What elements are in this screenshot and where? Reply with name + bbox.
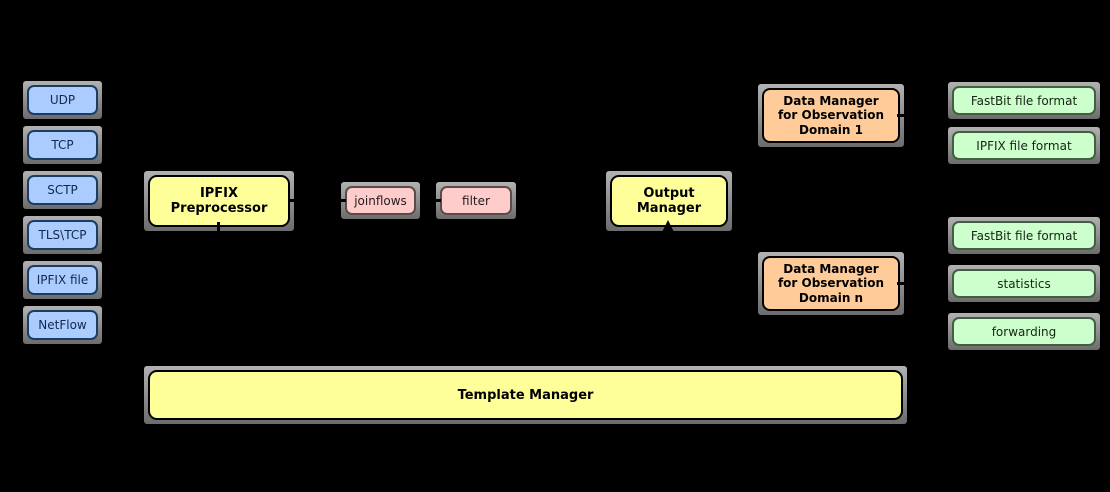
connector-tick-joinflows-left bbox=[337, 199, 346, 202]
storage-fastbit-domain1-label: FastBit file format bbox=[970, 93, 1078, 108]
storage-statistics-label: statistics bbox=[997, 276, 1051, 291]
storage-statistics-node: statistics bbox=[948, 265, 1100, 302]
data-manager-domain1-line3: Domain 1 bbox=[799, 122, 863, 137]
input-udp-node: UDP bbox=[23, 81, 102, 119]
input-tcp-label: TCP bbox=[51, 138, 74, 152]
input-netflow-box: NetFlow bbox=[27, 310, 98, 340]
input-sctp-box: SCTP bbox=[27, 175, 98, 205]
joinflows-box: joinflows bbox=[345, 186, 416, 215]
storage-ipfix-file-format-box: IPFIX file format bbox=[952, 131, 1096, 160]
input-netflow-node: NetFlow bbox=[23, 306, 102, 344]
input-ipfix-file-label: IPFIX file bbox=[36, 273, 89, 287]
template-manager-label: Template Manager bbox=[457, 387, 594, 403]
storage-forwarding-node: forwarding bbox=[948, 313, 1100, 350]
connector-tick-template-to-preprocessor bbox=[217, 222, 220, 235]
input-tls-tcp-node: TLS\TCP bbox=[23, 216, 102, 254]
storage-forwarding-label: forwarding bbox=[991, 324, 1057, 339]
template-manager-box: Template Manager bbox=[148, 370, 903, 420]
data-manager-domain1-line2: for Observation bbox=[777, 108, 885, 123]
input-sctp-label: SCTP bbox=[47, 183, 78, 197]
storage-fastbit-domainn-label: FastBit file format bbox=[970, 228, 1078, 243]
storage-fastbit-domain1-node: FastBit file format bbox=[948, 82, 1100, 119]
ipfix-preprocessor-node: IPFIX Preprocessor bbox=[144, 171, 294, 231]
joinflows-label: joinflows bbox=[354, 193, 407, 208]
input-tls-tcp-box: TLS\TCP bbox=[27, 220, 98, 250]
output-manager-label: Output Manager bbox=[636, 186, 702, 216]
storage-ipfix-file-format-node: IPFIX file format bbox=[948, 127, 1100, 164]
data-manager-domainn-line1: Data Manager bbox=[783, 261, 879, 276]
data-manager-domainn-line2: for Observation bbox=[777, 276, 885, 291]
input-udp-label: UDP bbox=[49, 93, 76, 107]
data-manager-domain1-box: Data Manager for Observation Domain 1 bbox=[762, 88, 900, 143]
storage-statistics-box: statistics bbox=[952, 269, 1096, 298]
storage-forwarding-box: forwarding bbox=[952, 317, 1096, 346]
filter-box: filter bbox=[440, 186, 512, 215]
arrowhead-output-manager-bottom bbox=[662, 220, 674, 232]
input-ipfix-file-box: IPFIX file bbox=[27, 265, 98, 295]
storage-ipfix-file-format-label: IPFIX file format bbox=[976, 138, 1072, 153]
filter-label: filter bbox=[462, 193, 490, 208]
input-tcp-box: TCP bbox=[27, 130, 98, 160]
connector-tick-preprocessor-right bbox=[288, 199, 298, 202]
data-manager-domain1-node: Data Manager for Observation Domain 1 bbox=[758, 84, 904, 147]
template-manager-node: Template Manager bbox=[144, 366, 907, 424]
data-manager-domainn-node: Data Manager for Observation Domain n bbox=[758, 252, 904, 315]
input-tls-tcp-label: TLS\TCP bbox=[38, 228, 87, 242]
input-udp-box: UDP bbox=[27, 85, 98, 115]
storage-fastbit-domainn-node: FastBit file format bbox=[948, 217, 1100, 254]
data-manager-domain1-line1: Data Manager bbox=[783, 93, 879, 108]
storage-fastbit-domainn-box: FastBit file format bbox=[952, 221, 1096, 250]
input-sctp-node: SCTP bbox=[23, 171, 102, 209]
data-manager-domainn-box: Data Manager for Observation Domain n bbox=[762, 256, 900, 311]
ipfix-preprocessor-label: IPFIX Preprocessor bbox=[170, 186, 268, 216]
storage-fastbit-domain1-box: FastBit file format bbox=[952, 86, 1096, 115]
connector-tick-data-manager1-right bbox=[897, 114, 907, 117]
joinflows-node: joinflows bbox=[341, 182, 420, 219]
ipfix-preprocessor-box: IPFIX Preprocessor bbox=[148, 175, 290, 227]
input-netflow-label: NetFlow bbox=[38, 318, 87, 332]
input-tcp-node: TCP bbox=[23, 126, 102, 164]
connector-tick-data-managern-right bbox=[897, 282, 907, 285]
filter-node: filter bbox=[436, 182, 516, 219]
data-manager-domainn-line3: Domain n bbox=[798, 290, 864, 305]
input-ipfix-file-node: IPFIX file bbox=[23, 261, 102, 299]
connector-tick-filter-left bbox=[432, 199, 441, 202]
